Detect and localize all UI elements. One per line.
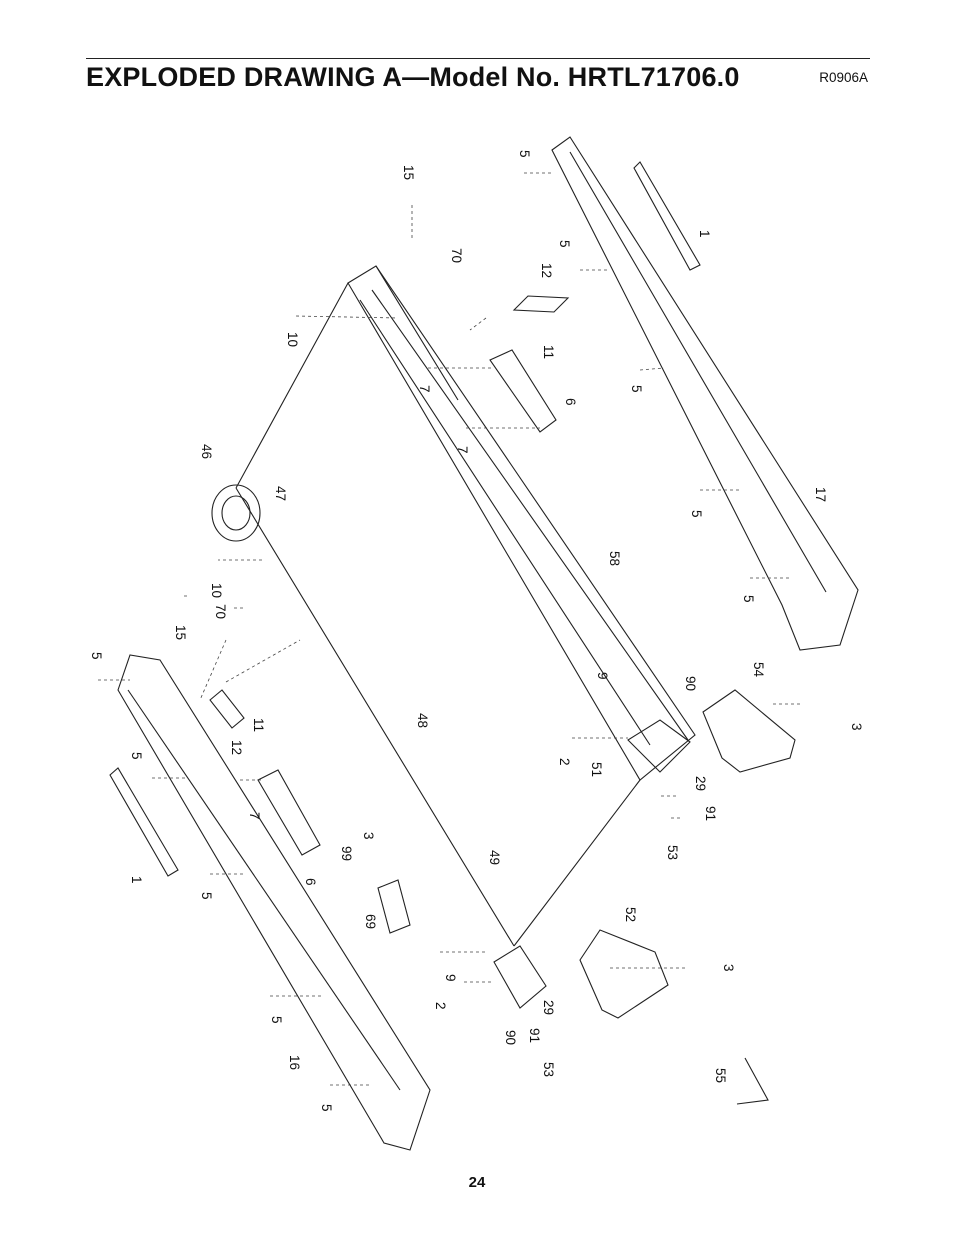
label-91: 91 [527, 1028, 542, 1043]
bracket-right [489, 349, 557, 433]
label-16: 16 [287, 1055, 302, 1070]
label-7: 7 [455, 446, 470, 454]
right-rail-edge [569, 151, 827, 593]
label-49: 49 [487, 850, 502, 865]
label-29: 29 [541, 1000, 556, 1015]
bracket-left [257, 769, 321, 856]
label-29: 29 [693, 776, 708, 791]
label-5: 5 [129, 752, 144, 760]
label-47: 47 [273, 486, 288, 501]
label-7: 7 [247, 812, 262, 820]
drawing-code: R0906A [819, 70, 868, 85]
label-5: 5 [689, 510, 704, 518]
bracket-12-right [512, 295, 570, 313]
frame-rail-side [359, 289, 689, 746]
label-46: 46 [199, 444, 214, 459]
label-3: 3 [721, 964, 736, 972]
label-3: 3 [361, 832, 376, 840]
cover-54 [702, 689, 796, 773]
label-1: 1 [129, 876, 144, 884]
label-9: 9 [595, 672, 610, 680]
front-roller-right [627, 719, 691, 773]
label-90: 90 [683, 676, 698, 691]
tool-55 [736, 1057, 769, 1105]
decal-69 [377, 879, 411, 934]
left-rail-edge [127, 689, 401, 1091]
rear-roller-inner [221, 495, 251, 531]
label-48: 48 [415, 713, 430, 728]
label-17: 17 [813, 487, 828, 502]
label-15: 15 [173, 625, 188, 640]
cover-52 [579, 929, 669, 1019]
label-58: 58 [607, 551, 622, 566]
label-15: 15 [401, 165, 416, 180]
label-12: 12 [539, 263, 554, 278]
label-5: 5 [517, 150, 532, 158]
label-7: 7 [417, 385, 432, 393]
label-90: 90 [503, 1030, 518, 1045]
label-99: 99 [339, 846, 354, 861]
rail-insert-left [109, 767, 179, 877]
label-53: 53 [665, 845, 680, 860]
label-9: 9 [443, 974, 458, 982]
part-labels: 5 15 70 1 5 12 10 11 7 6 5 7 46 47 5 17 … [89, 150, 864, 1112]
label-10: 10 [285, 332, 300, 347]
label-52: 52 [623, 907, 638, 922]
label-5: 5 [557, 240, 572, 248]
label-3: 3 [849, 723, 864, 731]
label-54: 54 [751, 662, 766, 678]
rear-roller [211, 484, 261, 542]
right-rail [551, 136, 859, 651]
label-12: 12 [229, 740, 244, 755]
label-10: 10 [209, 583, 224, 598]
label-91: 91 [703, 806, 718, 821]
label-70: 70 [449, 248, 464, 263]
label-1: 1 [697, 230, 712, 238]
front-roller-left [493, 945, 547, 1009]
label-6: 6 [563, 398, 578, 406]
label-5: 5 [629, 385, 644, 393]
label-5: 5 [319, 1104, 334, 1112]
header-rule [86, 58, 870, 59]
label-51: 51 [589, 762, 604, 777]
page-number: 24 [468, 1174, 486, 1191]
label-55: 55 [713, 1068, 728, 1083]
label-11: 11 [251, 718, 266, 732]
label-2: 2 [433, 1002, 448, 1010]
label-70: 70 [213, 604, 228, 619]
frame-outline [347, 265, 696, 781]
frame-belt-edge [375, 265, 641, 947]
label-5: 5 [89, 652, 104, 660]
label-6: 6 [303, 878, 318, 886]
leader-lines [98, 172, 800, 1086]
label-5: 5 [741, 595, 756, 603]
left-rail [117, 654, 431, 1151]
label-2: 2 [557, 758, 572, 766]
label-11: 11 [541, 345, 556, 359]
rail-insert-right [633, 161, 701, 271]
label-5: 5 [269, 1016, 284, 1024]
frame-rail-left [235, 282, 515, 947]
drawing-lines [109, 136, 859, 1151]
label-69: 69 [363, 914, 378, 929]
label-53: 53 [541, 1062, 556, 1077]
label-5: 5 [199, 892, 214, 900]
bracket-12-left [209, 689, 245, 729]
page-title: EXPLODED DRAWING A—Model No. HRTL71706.0 [86, 62, 740, 92]
